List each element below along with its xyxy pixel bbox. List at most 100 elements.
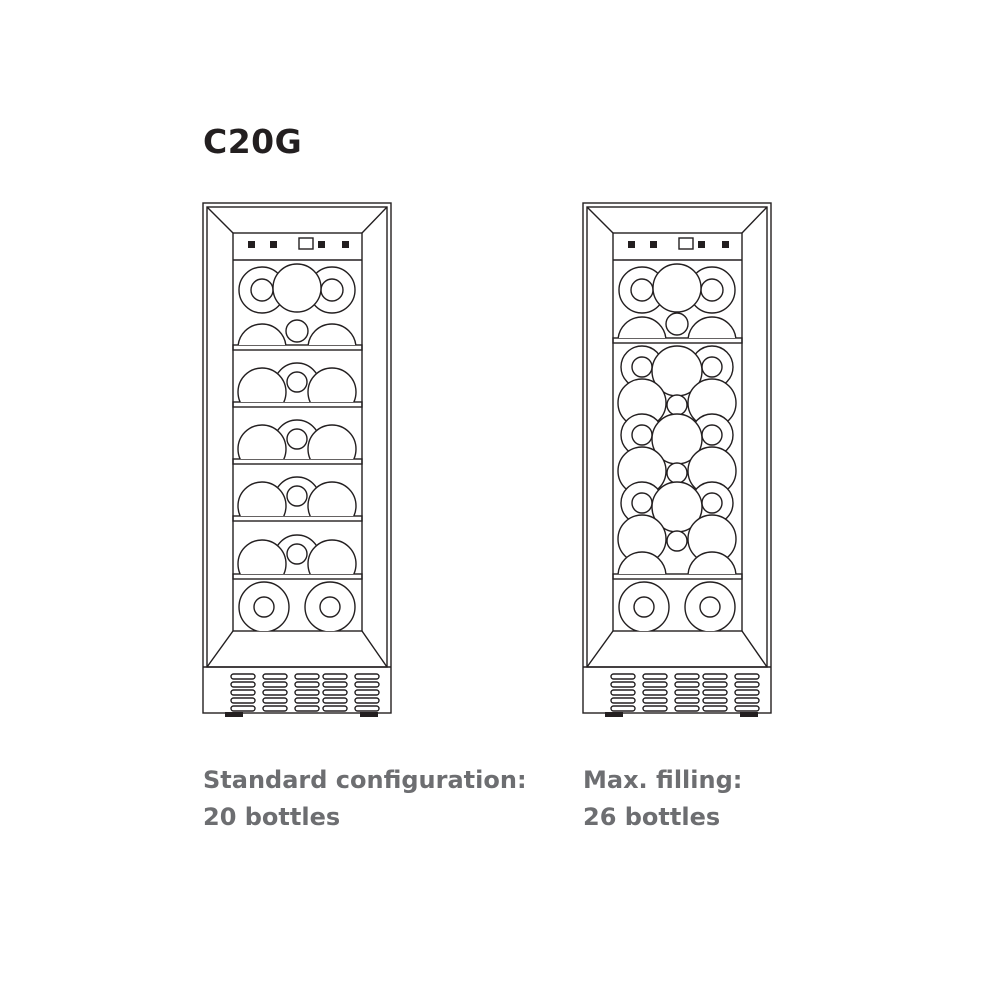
bevel-line (741, 630, 768, 668)
temp-up-button-icon (722, 241, 729, 248)
vent-slot (322, 689, 348, 696)
shelf (232, 344, 363, 351)
compartment (618, 581, 736, 631)
foot (605, 712, 623, 717)
vent-slot (674, 697, 700, 704)
bottle (684, 581, 736, 631)
vent-slot (642, 689, 668, 696)
vent-slot (230, 689, 256, 696)
vent-slot (734, 697, 760, 704)
bottle (307, 323, 357, 345)
compartment (237, 263, 357, 345)
temperature-display (678, 237, 694, 250)
bottle (272, 263, 322, 313)
bottle (237, 539, 287, 574)
bottle (237, 323, 287, 345)
shelf (232, 458, 363, 465)
vent-slot (294, 697, 320, 704)
light-button-icon (270, 241, 277, 248)
vent-slot (702, 673, 728, 680)
vent-slot (230, 705, 256, 712)
vent-slot (734, 681, 760, 688)
bottle (286, 428, 308, 450)
vent-slot (610, 689, 636, 696)
standard-config-count: 20 bottles (203, 803, 341, 831)
bottle (617, 316, 667, 338)
bottle (238, 581, 290, 631)
vent-slot (642, 705, 668, 712)
vent-slot (354, 705, 380, 712)
shelf (232, 515, 363, 522)
bevel-line (206, 206, 234, 234)
vent-slot (642, 697, 668, 704)
foot (360, 712, 378, 717)
vent-slot (610, 705, 636, 712)
temp-down-button-icon (698, 241, 705, 248)
vent-slot (702, 697, 728, 704)
bottle (665, 312, 689, 336)
bottle (666, 394, 688, 416)
shelf (612, 573, 743, 580)
shelf (612, 337, 743, 344)
vent-slot (642, 673, 668, 680)
vent-slot (734, 673, 760, 680)
vent-slot (230, 681, 256, 688)
bevel-line (586, 206, 614, 234)
compartment (617, 345, 737, 574)
vent-slot (230, 673, 256, 680)
vent-slot (322, 673, 348, 680)
bottle (307, 481, 357, 516)
power-button-icon (248, 241, 255, 248)
wine-cooler-max (582, 202, 772, 717)
vent-slot (674, 673, 700, 680)
vent-slot (294, 681, 320, 688)
shelf (232, 573, 363, 580)
max-filling-caption: Max. filling: 26 bottles (583, 762, 742, 836)
bottle-neck (699, 596, 721, 618)
bottle (687, 551, 737, 574)
vent-slot (262, 681, 288, 688)
cabinet-outline (582, 202, 772, 714)
vent-slot (262, 673, 288, 680)
model-title: C20G (203, 122, 303, 161)
bottle-neck (253, 596, 275, 618)
vent-slot (702, 689, 728, 696)
vent-slot (230, 697, 256, 704)
vent-slot (734, 705, 760, 712)
vent-slot (674, 705, 700, 712)
vent-slot (322, 705, 348, 712)
vent-slot (610, 697, 636, 704)
temperature-display (298, 237, 314, 250)
bottle (666, 462, 688, 484)
vent-slot (262, 705, 288, 712)
vent-slot (734, 689, 760, 696)
temp-down-button-icon (318, 241, 325, 248)
bottle-neck (319, 596, 341, 618)
max-filling-label: Max. filling: (583, 766, 743, 794)
bottle (285, 319, 309, 343)
vent-slot (262, 697, 288, 704)
compartment (237, 419, 357, 459)
bottle (307, 367, 357, 402)
bottle (286, 485, 308, 507)
vent-slot (354, 689, 380, 696)
compartment (238, 581, 356, 631)
foot (225, 712, 243, 717)
bottle (307, 539, 357, 574)
vent-slot (674, 681, 700, 688)
light-button-icon (650, 241, 657, 248)
vent-slot (642, 681, 668, 688)
bottle (617, 551, 667, 574)
compartment (237, 534, 357, 574)
bottle (304, 581, 356, 631)
bevel-line (741, 206, 768, 234)
glass-window (232, 232, 363, 632)
vent-slot (262, 689, 288, 696)
bottle (652, 263, 702, 313)
vent-slot (354, 681, 380, 688)
vent-slot (322, 681, 348, 688)
wine-cooler-standard (202, 202, 392, 717)
vent-slot (702, 705, 728, 712)
max-filling-count: 26 bottles (583, 803, 721, 831)
